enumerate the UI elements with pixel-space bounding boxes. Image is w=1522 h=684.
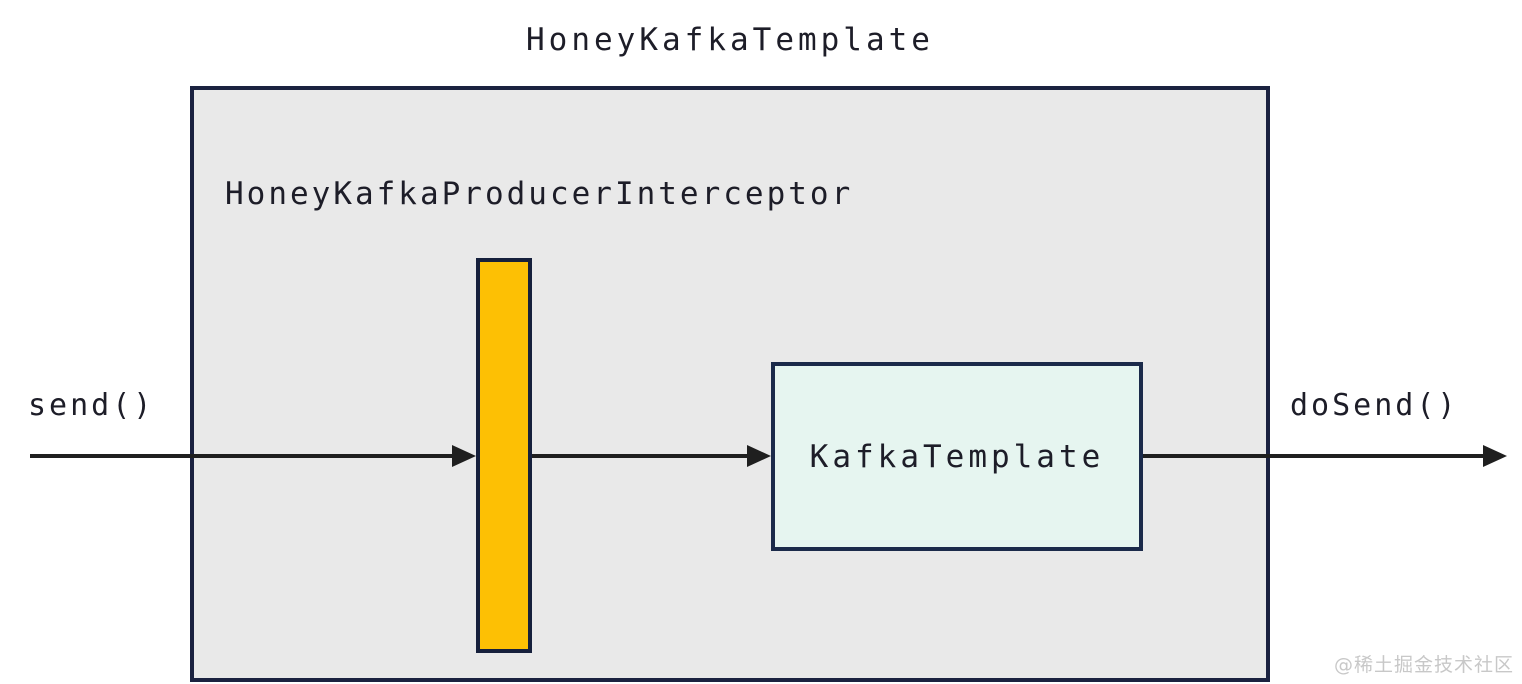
interceptor-bar [476,258,532,653]
send-arrow-line [30,454,454,458]
dosend-label: doSend() [1290,388,1459,423]
interceptor-to-kafka-arrowhead-icon [747,445,771,467]
kafka-template-label: KafkaTemplate [809,438,1105,475]
send-label: send() [28,388,155,423]
dosend-arrow-line [1143,454,1485,458]
watermark: @稀土掘金技术社区 [1333,654,1514,676]
interceptor-label: HoneyKafkaProducerInterceptor [225,176,854,212]
diagram-title: HoneyKafkaTemplate [526,22,934,58]
send-arrowhead-icon [452,445,476,467]
kafka-template-box: KafkaTemplate [771,362,1143,551]
interceptor-to-kafka-arrow-line [532,454,749,458]
dosend-arrowhead-icon [1483,445,1507,467]
